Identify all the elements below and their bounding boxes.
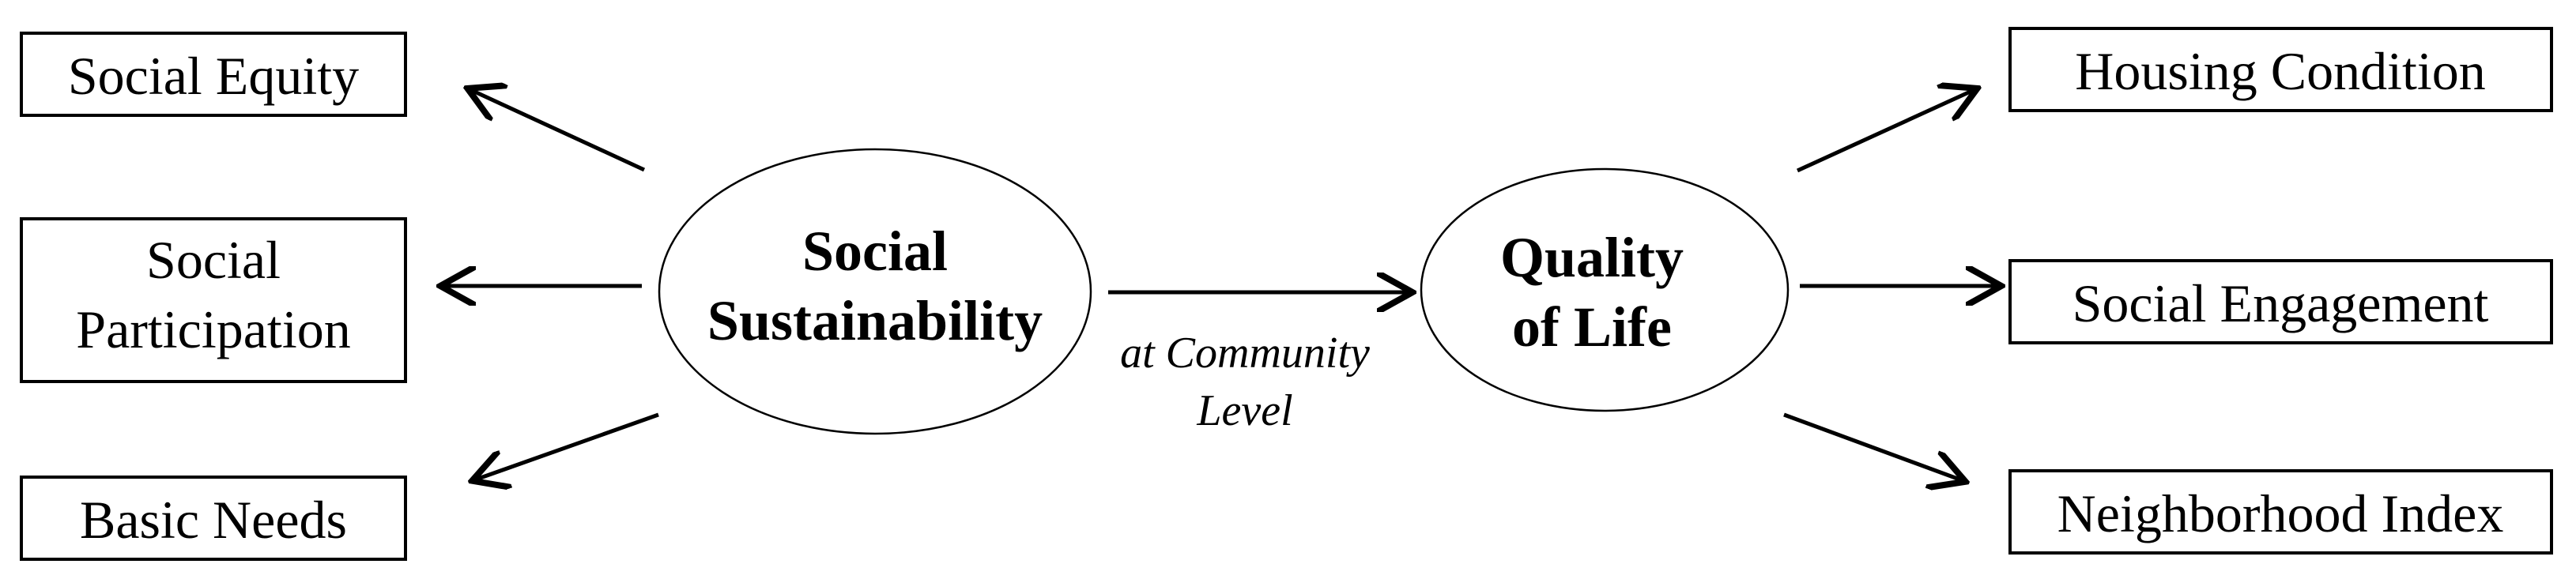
box-social-participation-label-line2: Participation bbox=[76, 299, 350, 359]
concept-quality-of-life: Quality of Life bbox=[1420, 167, 1790, 412]
arrow-to-housing-condition bbox=[1796, 90, 1974, 173]
concept-quality-of-life-line1: Quality bbox=[1500, 226, 1684, 289]
box-housing-condition-label: Housing Condition bbox=[2075, 41, 2486, 101]
arrow-to-social-equity bbox=[471, 90, 646, 172]
box-social-equity: Social Equity bbox=[20, 32, 407, 117]
box-social-participation: Social Participation bbox=[20, 217, 407, 383]
concept-quality-of-life-line2: of Life bbox=[1512, 295, 1672, 359]
concept-social-sustainability: Social Sustainability bbox=[658, 148, 1092, 435]
arrow-to-neighborhood-index bbox=[1783, 412, 1962, 480]
box-neighborhood-index-label: Neighborhood Index bbox=[2057, 483, 2504, 543]
box-basic-needs-label: Basic Needs bbox=[80, 490, 347, 550]
link-label-line2: Level bbox=[1196, 386, 1292, 435]
box-neighborhood-index: Neighborhood Index bbox=[2008, 469, 2553, 555]
concept-social-sustainability-line2: Sustainability bbox=[707, 289, 1043, 352]
box-social-engagement-label: Social Engagement bbox=[2072, 273, 2489, 333]
link-label-line1: at Community bbox=[1120, 329, 1370, 378]
concept-social-sustainability-line1: Social bbox=[802, 220, 948, 283]
box-social-engagement: Social Engagement bbox=[2008, 259, 2553, 344]
box-housing-condition: Housing Condition bbox=[2008, 27, 2553, 112]
arrow-to-basic-needs bbox=[476, 412, 659, 479]
box-social-equity-label: Social Equity bbox=[68, 46, 359, 106]
box-social-participation-label-line1: Social bbox=[146, 230, 281, 290]
box-basic-needs: Basic Needs bbox=[20, 476, 407, 561]
